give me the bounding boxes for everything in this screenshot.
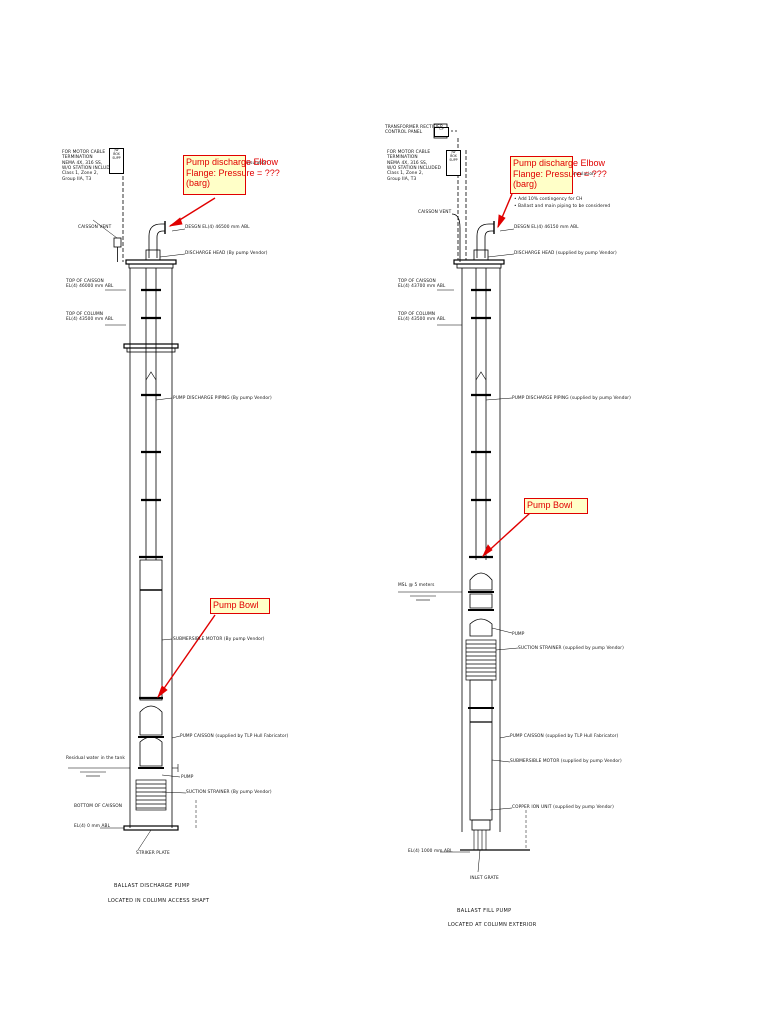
right-discharge-piping-label: PUMP DISCHARGE PIPING (supplied by pump … — [512, 396, 631, 401]
right-discharge-elbow — [476, 223, 494, 258]
left-junction-box: JW BOX SUPP — [109, 148, 124, 174]
right-submersible-motor — [469, 679, 493, 821]
right-pump-bowl — [469, 572, 493, 591]
left-discharge-callout: Pump discharge Elbow Flange: Pressure = … — [183, 155, 280, 195]
left-pump-bowl — [139, 705, 163, 736]
left-top-column-label: TOP OF COLUMN EL(4) 43500 mm ABL — [66, 312, 114, 323]
left-striker-plate — [123, 825, 179, 831]
left-bowl-callout-arrow — [157, 614, 216, 698]
right-note-line2: • Ballast and main piping to be consider… — [514, 204, 611, 209]
right-water-level — [398, 591, 462, 601]
left-striker-plate-label: STRIKER PLATE — [136, 851, 170, 856]
left-pump-caisson-label: PUMP CAISSON (supplied by TLP Hull Fabri… — [180, 734, 289, 739]
right-top-flange — [453, 259, 505, 265]
right-discharge-head-label: DISCHARGE HEAD (supplied by pump Vendor) — [514, 251, 617, 256]
left-partial-note: insulation — [246, 161, 268, 166]
right-submersible-motor-label: SUBMERSIBLE MOTOR (supplied by pump Vend… — [510, 759, 622, 764]
right-el-bottom-label: EL(4) 1000 mm ABL — [408, 849, 453, 854]
right-inlet-grate-label: INLET GRATE — [470, 876, 499, 881]
left-bowl-callout: Pump Bowl — [210, 598, 270, 614]
right-pump-label: PUMP — [512, 632, 525, 637]
left-el-bottom-label: EL(4) 0 mm ABL — [74, 824, 111, 829]
left-suction-strainer-label: SUCTION STRAINER (By pump Vendor) — [186, 790, 272, 795]
right-motor-cable-note: FOR MOTOR CABLE TERMINATION NEMA 4X, 316… — [387, 150, 442, 182]
left-submersible-motor — [139, 559, 163, 701]
left-pump-assembly — [68, 170, 197, 851]
left-discharge-elbow — [148, 223, 165, 258]
right-note-line1: • Add 10% contingency for CH — [514, 197, 583, 202]
left-discharge-head-label: DISCHARGE HEAD (By pump Vendor) — [185, 251, 268, 256]
right-junction-box: JW BOX SUPP — [446, 150, 461, 176]
left-design-el-label: DESGN EL(4) 46500 mm ABL — [185, 225, 250, 230]
right-copper-ion-unit — [471, 819, 491, 831]
left-motor-cable-note: FOR MOTOR CABLE TERMINATION NEMA 4X, 316… — [62, 150, 117, 182]
right-caisson-vent — [451, 213, 461, 262]
left-submersible-motor-label: SUBMERSIBLE MOTOR (By pump Vendor) — [173, 637, 265, 642]
left-discharge-piping-label: PUMP DISCHARGE PIPING (By pump Vendor) — [173, 396, 272, 401]
left-top-flange — [125, 259, 177, 265]
left-pump-label: PUMP — [181, 775, 194, 780]
left-bottom-caisson-label: BOTTOM OF CAISSON — [74, 804, 123, 809]
right-pump-assembly — [398, 123, 530, 873]
right-discharge-callout: Pump discharge Elbow Flange: Pressure = … — [510, 156, 607, 194]
right-suction-strainer — [465, 639, 497, 681]
right-copper-ion-label: COPPER ION UNIT (supplied by pump Vendor… — [512, 805, 614, 810]
right-design-el-label: DESGN EL(4) 46150 mm ABL — [514, 225, 579, 230]
right-partial-note: insulation — [573, 172, 595, 177]
right-control-panel-label: TRANSFORMER RECTIFIER CONTROL PANEL — [385, 125, 444, 136]
right-top-column-label: TOP OF COLUMN EL(4) 43500 mm ABL — [398, 312, 446, 323]
left-suction-strainer — [135, 779, 167, 811]
right-caisson-vent-label: CAISSON VENT — [418, 210, 452, 215]
left-water-level — [68, 767, 130, 777]
left-caisson-vent-symbol — [113, 237, 122, 248]
left-title: BALLAST DISCHARGE PUMP — [114, 883, 190, 889]
right-pump-caisson-label: PUMP CAISSON (supplied by TLP Hull Fabri… — [510, 734, 619, 739]
right-msl-label: MSL @ 5 meters — [398, 583, 435, 588]
right-top-caisson-label: TOP OF CAISSON EL(4) 43700 mm ABL — [398, 279, 446, 290]
left-subtitle: LOCATED IN COLUMN ACCESS SHAFT — [108, 898, 210, 904]
right-cp-box: CP — [434, 127, 449, 137]
left-residual-water-label: Residual water in the tank — [66, 756, 125, 761]
left-top-caisson-label: TOP OF CAISSON EL(4) 46000 mm ABL — [66, 279, 114, 290]
right-suction-strainer-label: SUCTION STRAINER (supplied by pump Vendo… — [518, 646, 624, 651]
right-title: BALLAST FILL PUMP — [457, 908, 512, 914]
right-subtitle: LOCATED AT COLUMN EXTERIOR — [448, 922, 537, 928]
left-caisson-vent-label: CAISSON VENT — [78, 225, 112, 230]
right-bowl-callout: Pump Bowl — [524, 498, 588, 514]
